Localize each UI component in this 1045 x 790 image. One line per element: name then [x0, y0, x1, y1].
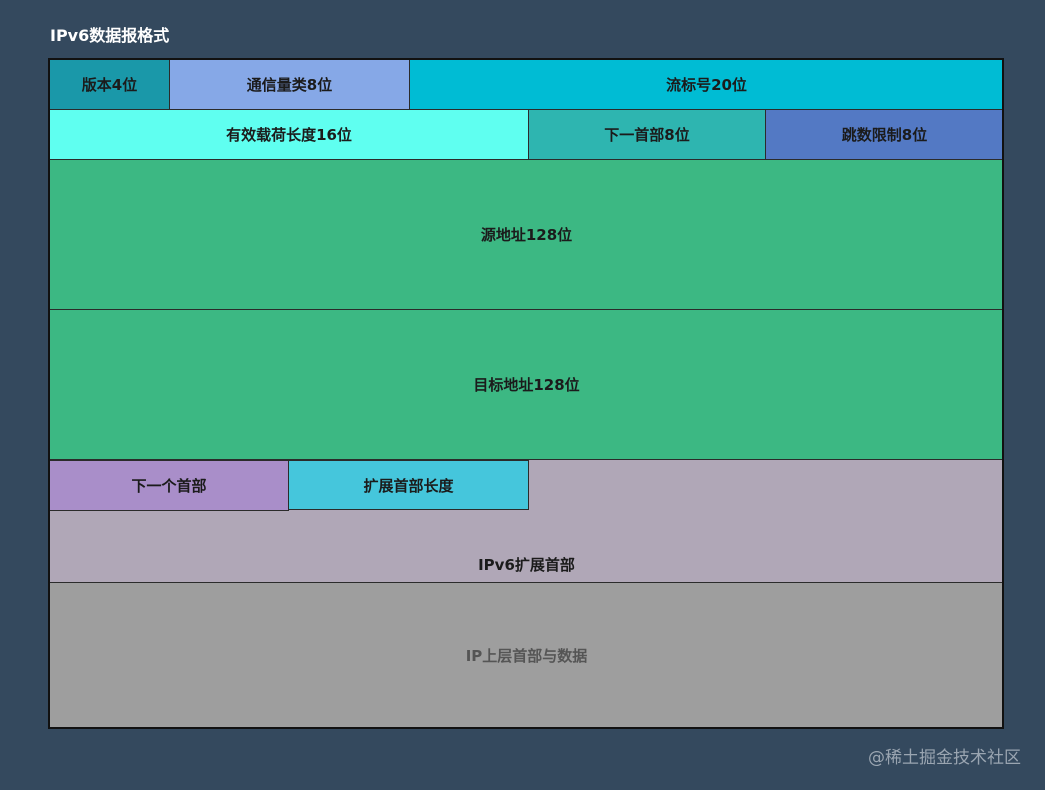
next-header-field: 下一首部8位 — [528, 109, 766, 160]
datagram-frame — [48, 58, 1004, 729]
ext-header-length-field: 扩展首部长度 — [288, 460, 529, 510]
hop-limit-field: 跳数限制8位 — [765, 109, 1004, 160]
ext-next-header-field: 下一个首部 — [49, 460, 289, 511]
watermark: @稀土掘金技术社区 — [868, 748, 1021, 768]
extension-header-label: IPv6扩展首部 — [478, 556, 575, 574]
diagram-title: IPv6数据报格式 — [50, 26, 170, 45]
flow-label-field: 流标号20位 — [409, 59, 1004, 110]
version-field: 版本4位 — [49, 59, 170, 110]
source-address-field: 源地址128位 — [49, 159, 1004, 310]
